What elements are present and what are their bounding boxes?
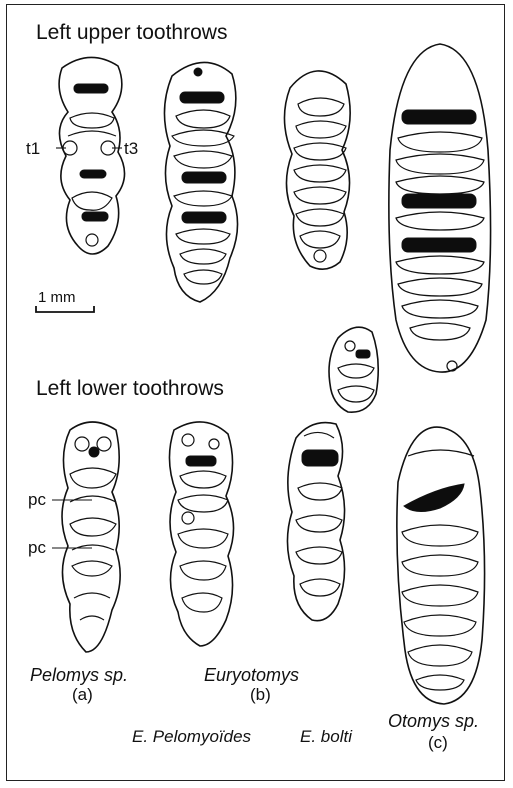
- pelomys-tag: (a): [72, 686, 93, 703]
- upper-e-bolti-toothrow: [284, 71, 350, 269]
- pelomys-name: Pelomys sp.: [30, 666, 128, 684]
- upper-e-pelomyoides-toothrow: [164, 62, 237, 302]
- scale-bar: [36, 306, 94, 312]
- e-pelomyoides-name: E. Pelomyoïdes: [132, 728, 251, 745]
- e-bolti-name: E. bolti: [300, 728, 352, 745]
- isolated-molar: [329, 327, 378, 412]
- t1-label: t1: [26, 140, 40, 157]
- lower-pelomys-toothrow: [62, 422, 120, 652]
- upper-otomys-toothrow: [389, 44, 491, 372]
- upper-toothrows-heading: Left upper toothrows: [36, 22, 227, 43]
- otomys-name: Otomys sp.: [388, 712, 479, 730]
- pc-label-upper: pc: [28, 491, 46, 508]
- scale-bar-label: 1 mm: [38, 290, 76, 305]
- upper-pelomys-toothrow: [59, 57, 124, 254]
- t3-label: t3: [124, 140, 138, 157]
- lower-e-bolti-toothrow: [287, 423, 344, 621]
- pc-label-lower: pc: [28, 539, 46, 556]
- otomys-tag: (c): [428, 734, 448, 751]
- lower-otomys-toothrow: [397, 427, 485, 704]
- euryotomys-name: Euryotomys: [204, 666, 299, 684]
- lower-e-pelomyoides-toothrow: [169, 422, 233, 646]
- lower-toothrows-heading: Left lower toothrows: [36, 378, 224, 399]
- euryotomys-tag: (b): [250, 686, 271, 703]
